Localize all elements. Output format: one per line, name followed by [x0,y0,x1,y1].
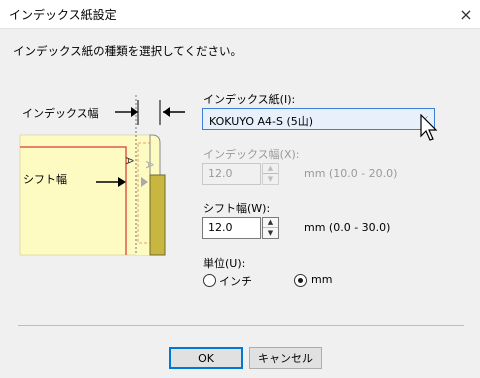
svg-text:A: A [123,157,135,165]
index-width-range: mm (10.0 - 20.0) [304,167,398,180]
red-outline [20,146,127,255]
svg-text:A: A [143,161,155,169]
mouse-pointer-icon [420,114,438,141]
shift-width-range: mm (0.0 - 30.0) [304,221,391,234]
instruction-text: インデックス紙の種類を選択してください。 [13,44,242,58]
radio-inch[interactable] [203,274,216,287]
spin-up-icon[interactable]: ▲ [263,164,278,174]
shift-width-diagram-label: シフト幅 [23,173,67,186]
spin-down-icon[interactable]: ▼ [267,174,274,183]
index-diagram: A A インデックス幅 シフト幅 [0,95,200,270]
separator [18,325,464,326]
radio-inch-label[interactable]: インチ [219,275,252,288]
index-diagram-svg: A A [19,95,185,256]
index-width-diagram-label: インデックス幅 [22,107,99,120]
index-width-label: インデックス幅(X): [203,148,300,161]
index-paper-label: インデックス紙(I): [203,93,296,106]
window-title: インデックス紙設定 [9,8,117,22]
paper-sheet [19,134,151,256]
ok-button[interactable]: OK [169,347,243,369]
radio-selected-dot [298,278,303,283]
radio-mm-label[interactable]: mm [311,273,333,286]
shift-width-label: シフト幅(W): [203,202,271,215]
unit-label: 単位(U): [203,257,246,270]
shift-width-spinner[interactable]: ▲ ▼ [262,217,279,239]
cancel-button[interactable]: キャンセル [249,347,322,369]
paper-tab-side [136,143,150,255]
spin-up-icon[interactable]: ▲ [263,218,278,228]
shift-width-input[interactable]: 12.0 [202,217,261,239]
index-tab-dark [149,174,166,256]
title-bar: インデックス紙設定 × [0,0,480,29]
index-paper-dropdown[interactable]: KOKUYO A4-S (5山) ⌵ [202,108,435,130]
radio-mm[interactable] [294,274,307,287]
index-width-spinner[interactable]: ▲ ▼ [262,163,279,185]
index-paper-value: KOKUYO A4-S (5山) [209,115,314,128]
close-icon[interactable]: × [459,4,473,24]
index-width-input[interactable]: 12.0 [202,163,261,185]
spin-down-icon[interactable]: ▼ [267,228,274,237]
